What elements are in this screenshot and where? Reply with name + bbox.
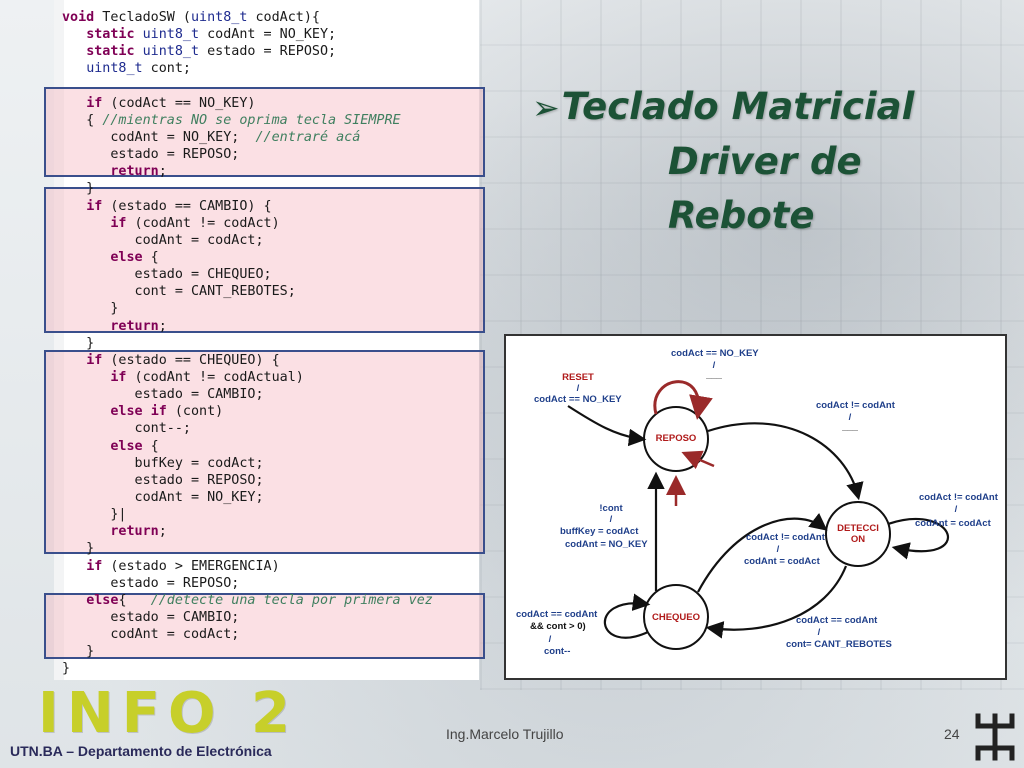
code-line: else if (cont) xyxy=(110,404,224,420)
deteccion-chequeo-action: cont= CANT_REBOTES xyxy=(786,639,892,650)
code-line: } xyxy=(62,301,119,317)
chequeo-reposo-action-1: buffKey = codAct xyxy=(560,526,639,537)
utn-logo-icon xyxy=(975,713,1015,761)
code-line: { //mientras NO se oprima tecla SIEMPRE xyxy=(62,112,401,128)
chequeo-deteccion-slash: / xyxy=(776,544,780,555)
title-line-1: ➢Teclado Matricial xyxy=(532,85,915,128)
highlight-block-cambio xyxy=(44,187,485,333)
code-line: }| xyxy=(62,507,127,523)
code-line: else { xyxy=(110,438,159,454)
author-label: Ing.Marcelo Trujillo xyxy=(446,726,564,742)
reposo-self-slash: / xyxy=(712,360,716,371)
deteccion-chequeo-condition: codAct == codAnt xyxy=(796,615,878,626)
reposo-self-condition: codAct == NO_KEY xyxy=(671,348,759,359)
state-chequeo-label: CHEQUEO xyxy=(651,612,701,623)
highlight-block-reposo xyxy=(44,87,485,177)
transition-deteccion-chequeo xyxy=(705,565,848,639)
transition-reset xyxy=(567,405,647,447)
code-line: cont = CANT_REBOTES; xyxy=(62,284,296,300)
transition-reposo-deteccion xyxy=(707,422,864,501)
code-line: void TecladoSW (uint8_t codAct){ xyxy=(62,10,320,25)
code-line: return; xyxy=(110,318,167,334)
info2-logo: INFO 2 xyxy=(38,681,299,746)
deteccion-self-condition: codAct != codAnt xyxy=(919,492,998,503)
code-line: estado = REPOSO; xyxy=(62,575,240,591)
code-line: return; xyxy=(110,524,167,540)
chequeo-self-action: cont-- xyxy=(544,646,571,657)
code-line: codAnt = NO_KEY; //entraré acá xyxy=(62,129,361,145)
reposo-deteccion-condition: codAct != codAnt xyxy=(816,400,895,411)
code-line: if (codAnt != codActual) xyxy=(110,369,304,385)
arrow-bullet-icon: ➢ xyxy=(532,88,560,127)
code-line: estado = REPOSO; xyxy=(62,147,240,163)
code-line: if (estado == CHEQUEO) { xyxy=(86,352,280,368)
transition-deteccion-self xyxy=(887,517,950,560)
code-line: static uint8_t estado = REPOSO; xyxy=(86,44,337,60)
reposo-self-action: ___ xyxy=(706,370,722,381)
code-line: cont--; xyxy=(62,421,191,437)
reset-condition: codAct == NO_KEY xyxy=(534,394,622,405)
code-line: codAnt = codAct; xyxy=(62,232,264,248)
chequeo-reposo-slash: / xyxy=(609,514,613,525)
code-listing: void TecladoSW (uint8_t codAct){ static … xyxy=(62,9,433,677)
chequeo-self-condition-2: && cont > 0) xyxy=(530,621,586,632)
transition-reposo-self xyxy=(653,380,713,420)
deteccion-chequeo-slash: / xyxy=(817,627,821,638)
state-reposo-label: REPOSO xyxy=(655,433,697,444)
code-line xyxy=(62,78,433,95)
code-line: estado = CAMBIO; xyxy=(62,387,264,403)
highlight-block-chequeo xyxy=(44,350,485,554)
chequeo-self-condition-1: codAct == codAnt xyxy=(516,609,598,620)
reposo-deteccion-action: ___ xyxy=(842,422,858,433)
code-line: else { xyxy=(110,249,159,265)
code-line: estado = CAMBIO; xyxy=(62,609,240,625)
code-line: static uint8_t codAnt = NO_KEY; xyxy=(86,27,337,43)
state-chequeo-circle xyxy=(643,584,709,650)
slide-title: ➢Teclado Matricial Driver de Rebote xyxy=(532,80,1002,243)
code-line: else{ //detecte una tecla por primera ve… xyxy=(86,592,433,608)
department-label: UTN.BA – Departamento de Electrónica xyxy=(10,743,272,759)
code-line: if (estado > EMERGENCIA) xyxy=(86,558,280,574)
code-line: codAnt = NO_KEY; xyxy=(62,489,264,505)
chequeo-reposo-condition: !cont xyxy=(599,503,623,514)
code-line: estado = CHEQUEO; xyxy=(62,267,272,283)
highlight-block-else xyxy=(44,593,485,659)
title-line-2: Driver de Rebote xyxy=(668,140,862,237)
state-deteccion-circle xyxy=(825,501,891,567)
code-gutter xyxy=(54,0,64,680)
code-line: if (estado == CAMBIO) { xyxy=(86,198,272,214)
transition-chequeo-self xyxy=(603,593,651,639)
deteccion-self-slash: / xyxy=(954,504,958,515)
code-line: } xyxy=(62,661,71,677)
code-panel xyxy=(54,0,479,680)
reset-slash: / xyxy=(576,383,580,394)
code-line: codAnt = codAct; xyxy=(62,627,240,643)
state-diagram-graphics xyxy=(567,380,950,650)
transition-chequeo-deteccion xyxy=(697,512,828,593)
code-line: uint8_t cont; xyxy=(86,61,191,77)
code-line: } xyxy=(62,335,95,351)
code-line: if (codAnt != codAct) xyxy=(110,215,280,231)
code-line: bufKey = codAct; xyxy=(62,455,264,471)
deteccion-self-action: codAnt = codAct xyxy=(915,518,991,529)
code-line: estado = REPOSO; xyxy=(62,472,264,488)
reposo-deteccion-slash: / xyxy=(848,412,852,423)
code-line: if (codAct == NO_KEY) xyxy=(86,95,256,111)
reset-label: RESET xyxy=(562,372,594,383)
red-arrow-1 xyxy=(681,450,715,470)
code-line: } xyxy=(62,541,95,557)
code-line: } xyxy=(62,644,95,660)
chequeo-deteccion-condition: codAct != codAnt xyxy=(746,532,825,543)
page-number: 24 xyxy=(944,726,960,742)
chequeo-deteccion-action: codAnt = codAct xyxy=(744,556,820,567)
chequeo-self-slash: / xyxy=(548,634,552,645)
code-line: return; xyxy=(110,164,167,180)
code-line: } xyxy=(62,181,95,197)
chequeo-reposo-action-2: codAnt = NO_KEY xyxy=(565,539,648,550)
